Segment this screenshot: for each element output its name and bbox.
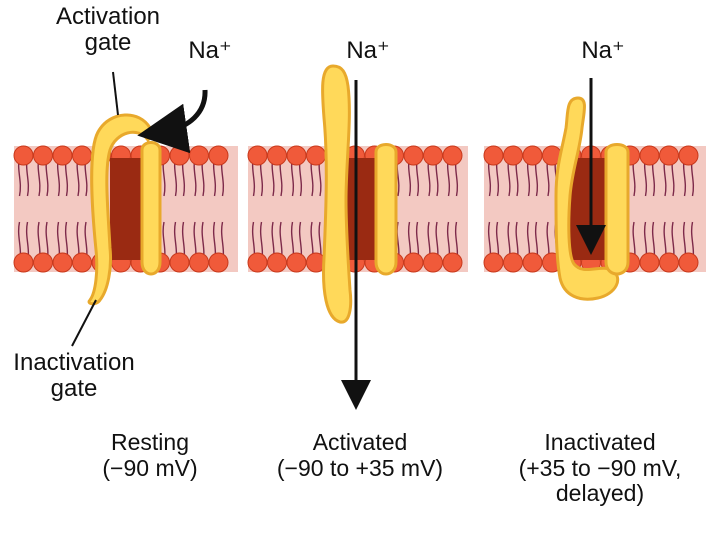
na-ion-label-activated: Na⁺	[346, 37, 390, 64]
lipid-head	[403, 252, 424, 273]
lipid-head	[442, 145, 463, 166]
lipid-head	[33, 252, 53, 273]
inactivation-gate-resting	[140, 141, 162, 276]
caption-resting-voltage: (−90 mV)	[102, 455, 198, 481]
lipid-head	[403, 145, 424, 166]
channel-activated	[321, 64, 398, 410]
lipid-head	[306, 145, 326, 166]
lipid-head	[33, 145, 53, 166]
channel-resting	[71, 71, 208, 347]
lipid-head	[522, 252, 543, 273]
lipid-head	[423, 252, 443, 273]
na-arrow-resting	[137, 89, 208, 154]
lipid-head	[639, 145, 660, 166]
caption-resting-state: Resting	[111, 429, 189, 455]
inactivation-gate-activated	[374, 143, 398, 276]
lipid-head	[189, 145, 209, 166]
lipid-head	[286, 145, 307, 166]
lipid-head	[483, 252, 504, 273]
activation-gate-label: Activation gate	[55, 3, 161, 56]
inactivation-gate-leader-line	[71, 299, 97, 347]
lipid-head	[659, 145, 679, 166]
caption-activated-voltage: (−90 to +35 mV)	[276, 455, 444, 481]
caption-inactivated-state: Inactivated	[544, 429, 656, 455]
lipid-head	[442, 252, 463, 273]
inactivation-gate-label: Inactivation gate	[13, 349, 135, 402]
lipid-head	[72, 145, 92, 166]
lipid-head	[639, 252, 660, 273]
lipid-head	[678, 252, 699, 273]
lipid-head	[189, 252, 209, 273]
lipid-head	[208, 252, 229, 273]
lipid-head	[169, 252, 190, 273]
lipid-head	[267, 252, 287, 273]
lipid-head	[169, 145, 190, 166]
lipid-head	[13, 145, 34, 166]
activation-gate-inactivated	[554, 96, 620, 301]
lipid-head	[503, 145, 523, 166]
lipid-head	[247, 252, 268, 273]
lipid-head	[208, 145, 229, 166]
lipid-head	[678, 145, 699, 166]
caption-inactivated-voltage: (+35 to −90 mV, delayed)	[518, 455, 682, 506]
lipid-head	[483, 145, 504, 166]
lipid-head	[52, 145, 73, 166]
channel-inactivated	[554, 78, 630, 301]
lipid-head	[423, 145, 443, 166]
lipid-head	[522, 145, 543, 166]
activation-gate-resting	[87, 113, 154, 306]
na-ion-label-inactivated: Na⁺	[581, 37, 625, 64]
lipid-head	[286, 252, 307, 273]
inactivation-gate-inactivated	[604, 143, 630, 276]
lipid-head	[503, 252, 523, 273]
lipid-head	[267, 145, 287, 166]
activation-gate-leader-line	[112, 71, 119, 116]
activation-gate-activated	[321, 64, 353, 324]
na-ion-label-resting: Na⁺	[188, 37, 232, 64]
lipid-head	[659, 252, 679, 273]
lipid-head	[52, 252, 73, 273]
lipid-head	[13, 252, 34, 273]
lipid-head	[247, 145, 268, 166]
caption-activated-state: Activated	[312, 429, 408, 455]
lipid-head	[72, 252, 92, 273]
